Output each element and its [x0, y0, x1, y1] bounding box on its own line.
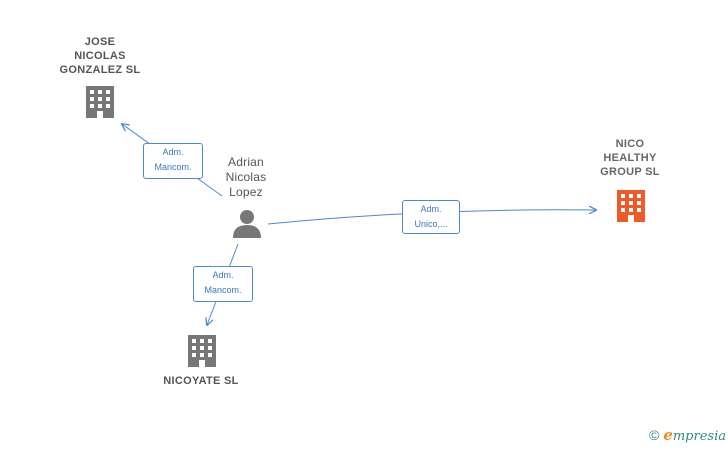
node-label-nicoyate[interactable]: NICOYATE SL: [163, 375, 239, 387]
edge-label-to-nicoyate[interactable]: Adm. Mancom.: [193, 266, 253, 302]
brand-watermark: © empresia: [649, 426, 726, 444]
node-label-adrian-nicolas-lopez[interactable]: Adrian Nicolas Lopez: [225, 155, 267, 199]
edge-label-to-jose[interactable]: Adm. Mancom.: [143, 143, 203, 179]
building-icon[interactable]: [86, 86, 114, 118]
node-label-nico-healthy-group[interactable]: NICO HEALTHY GROUP SL: [600, 138, 660, 178]
empresia-logo: empresia: [663, 426, 726, 444]
person-icon[interactable]: [233, 210, 261, 238]
building-icon[interactable]: [188, 335, 216, 367]
node-label-jose-nicolas-gonzalez[interactable]: JOSE NICOLAS GONZALEZ SL: [59, 36, 141, 76]
edge-label-to-nico[interactable]: Adm. Unico,...: [402, 200, 460, 234]
copyright-symbol: ©: [648, 427, 660, 443]
building-icon[interactable]: [617, 190, 645, 222]
